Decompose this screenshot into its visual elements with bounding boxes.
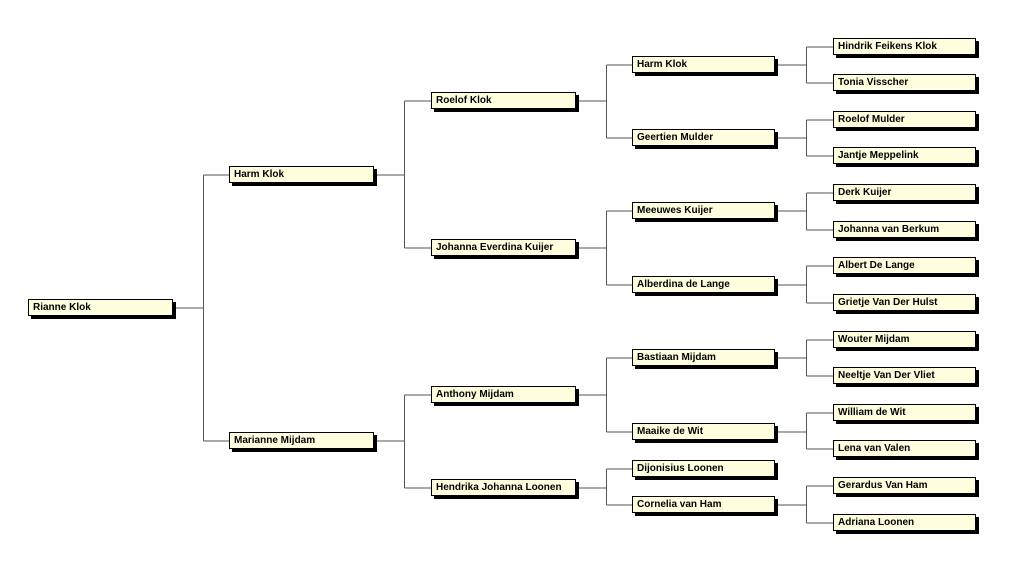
person-box-maaike[interactable]: Maaike de Wit bbox=[632, 423, 775, 440]
person-box-hindrik[interactable]: Hindrik Feikens Klok bbox=[833, 38, 976, 55]
person-box-william[interactable]: William de Wit bbox=[833, 404, 976, 421]
person-box-tonia[interactable]: Tonia Visscher bbox=[833, 74, 976, 91]
person-box-johanna-b[interactable]: Johanna van Berkum bbox=[833, 221, 976, 238]
person-box-grietje[interactable]: Grietje Van Der Hulst bbox=[833, 294, 976, 311]
person-box-geertien[interactable]: Geertien Mulder bbox=[632, 129, 775, 146]
person-box-johanna-e[interactable]: Johanna Everdina Kuijer bbox=[431, 239, 576, 256]
person-box-anthony[interactable]: Anthony Mijdam bbox=[431, 386, 576, 403]
person-box-lena[interactable]: Lena van Valen bbox=[833, 440, 976, 457]
person-box-dijonisius[interactable]: Dijonisius Loonen bbox=[632, 460, 775, 477]
person-box-meeuwes[interactable]: Meeuwes Kuijer bbox=[632, 202, 775, 219]
person-box-hendrika[interactable]: Hendrika Johanna Loonen bbox=[431, 479, 576, 496]
person-box-harm1[interactable]: Harm Klok bbox=[229, 166, 374, 183]
person-box-derk[interactable]: Derk Kuijer bbox=[833, 184, 976, 201]
person-box-albert[interactable]: Albert De Lange bbox=[833, 257, 976, 274]
person-box-rianne[interactable]: Rianne Klok bbox=[28, 299, 173, 316]
person-box-jantje[interactable]: Jantje Meppelink bbox=[833, 147, 976, 164]
person-box-roelof2[interactable]: Roelof Mulder bbox=[833, 111, 976, 128]
person-box-wouter[interactable]: Wouter Mijdam bbox=[833, 331, 976, 348]
person-box-gerardus[interactable]: Gerardus Van Ham bbox=[833, 477, 976, 494]
person-box-cornelia[interactable]: Cornelia van Ham bbox=[632, 496, 775, 513]
person-box-neeltje[interactable]: Neeltje Van Der Vliet bbox=[833, 367, 976, 384]
person-box-alberdina[interactable]: Alberdina de Lange bbox=[632, 276, 775, 293]
person-box-harm2[interactable]: Harm Klok bbox=[632, 56, 775, 73]
person-box-marianne[interactable]: Marianne Mijdam bbox=[229, 432, 374, 449]
person-box-adriana[interactable]: Adriana Loonen bbox=[833, 514, 976, 531]
person-box-bastiaan[interactable]: Bastiaan Mijdam bbox=[632, 349, 775, 366]
person-box-roelof1[interactable]: Roelof Klok bbox=[431, 92, 576, 109]
